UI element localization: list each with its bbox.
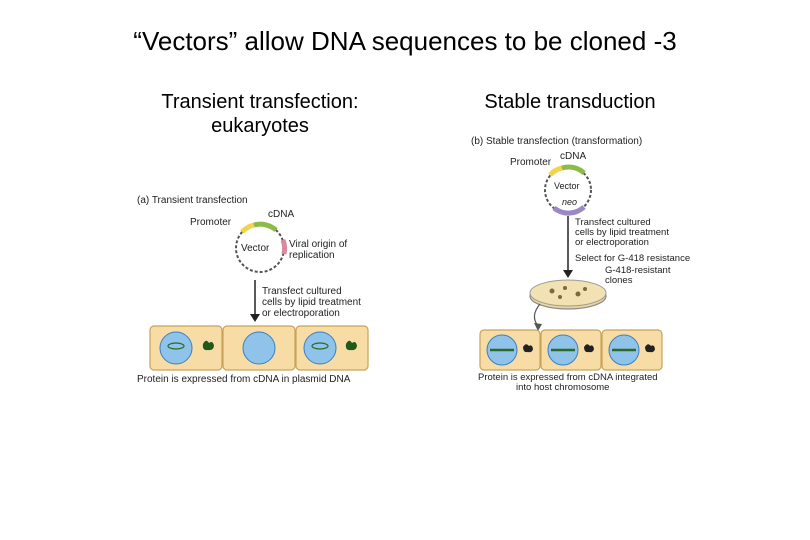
viral-origin-segment — [280, 239, 288, 255]
left-heading-line1: Transient transfection: — [161, 91, 359, 113]
cdna-segment — [253, 221, 278, 233]
transient-transfection-diagram: (a) Transient transfection Promoter cDNA… — [137, 195, 369, 385]
right-caption-line2: into host chromosome — [516, 382, 609, 393]
cdna-segment — [561, 164, 586, 175]
promoter-label: Promoter — [190, 217, 232, 228]
step2-label: Select for G-418 resistance — [575, 253, 690, 264]
promoter-label: Promoter — [510, 157, 552, 168]
protein-3 — [645, 344, 655, 353]
promoter-segment — [240, 222, 255, 234]
panel-b-label: (b) Stable transfection (transformation) — [471, 136, 642, 147]
left-heading-line2: eukaryotes — [211, 115, 309, 137]
protein-3 — [345, 340, 357, 351]
step1-label-line2: cells by lipid treatment — [575, 227, 669, 238]
clones-label-line2: clones — [605, 275, 633, 286]
nucleus-3 — [303, 331, 337, 365]
clone-pick-arrow-head — [534, 323, 542, 331]
plasmid-in-nucleus-1 — [167, 342, 185, 350]
right-heading: Stable transduction — [484, 91, 656, 113]
vector-label: Vector — [554, 181, 580, 191]
nucleus-2 — [242, 331, 276, 365]
cdna-label: cDNA — [560, 151, 586, 162]
plasmid-vector — [235, 221, 288, 273]
left-caption: Protein is expressed from cDNA in plasmi… — [137, 374, 351, 385]
stable-cells — [479, 329, 663, 371]
step-label-line1: Transfect cultured — [262, 286, 342, 297]
vector-label: Vector — [241, 243, 270, 254]
slide-title: “Vectors” allow DNA sequences to be clon… — [133, 26, 677, 56]
plasmid-in-nucleus-3 — [311, 342, 329, 350]
protein-1 — [202, 340, 214, 351]
step-label-line3: or electroporation — [262, 308, 340, 319]
step1-label-line1: Transfect cultured — [575, 217, 651, 228]
clone-pick-arrow — [533, 303, 541, 327]
viral-origin-label-line1: Viral origin of — [289, 239, 347, 250]
protein-2 — [584, 344, 594, 353]
culture-dish — [529, 279, 607, 310]
cdna-label: cDNA — [268, 209, 294, 220]
arrow-head-1 — [563, 270, 573, 278]
nucleus-1 — [159, 331, 193, 365]
left-heading: Transient transfection: eukaryotes — [100, 90, 420, 138]
clones-label-line1: G-418-resistant — [605, 265, 671, 276]
step-label-line2: cells by lipid treatment — [262, 297, 361, 308]
promoter-segment — [548, 165, 563, 177]
right-caption-line1: Protein is expressed from cDNA integrate… — [478, 372, 658, 383]
arrow-head — [250, 314, 260, 322]
transfected-cells — [149, 325, 369, 371]
step1-label-line3: or electroporation — [575, 237, 649, 248]
neo-segment — [552, 205, 586, 216]
neo-label: neo — [562, 197, 577, 207]
stable-transfection-diagram: (b) Stable transfection (transformation)… — [471, 136, 690, 393]
panel-a-label: (a) Transient transfection — [137, 195, 248, 206]
viral-origin-label-line2: replication — [289, 250, 335, 261]
protein-1 — [523, 344, 533, 353]
plasmid-vector — [544, 164, 592, 216]
